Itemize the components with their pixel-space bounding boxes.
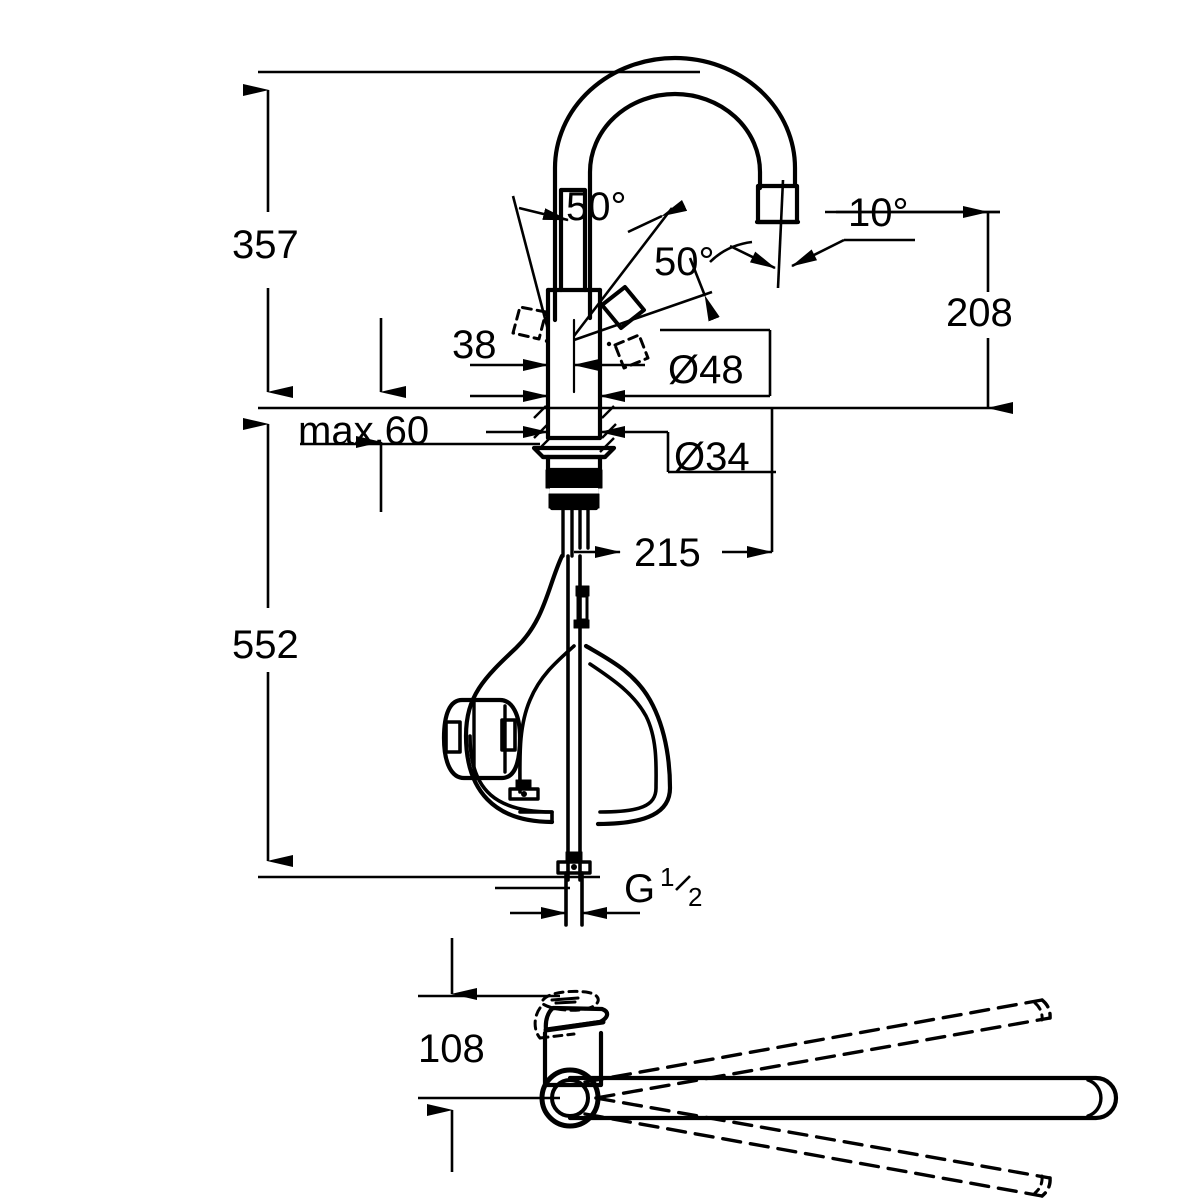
ang-10-right-arrow xyxy=(791,238,845,268)
ang-50-right-leader xyxy=(572,207,674,337)
counter-hatching xyxy=(533,405,617,453)
label-angle-50-a: 50° xyxy=(566,185,627,229)
faucet-top-view xyxy=(533,989,1119,1198)
label-38: 38 xyxy=(452,323,497,367)
label-thread-g: G xyxy=(624,867,655,911)
label-d34: Ø34 xyxy=(674,435,750,479)
label-thread-denominator: 2 xyxy=(688,882,702,912)
ang-50-right-arrow xyxy=(627,199,688,234)
label-thread-numerator: 1 xyxy=(660,862,674,892)
dimension-lines xyxy=(243,70,1013,1172)
ang-10-arc xyxy=(709,240,753,263)
thread-fraction-bar xyxy=(675,875,691,891)
label-angle-10: 10° xyxy=(848,191,909,235)
label-d48: Ø48 xyxy=(668,348,744,392)
ang-50-b-leader xyxy=(573,290,713,342)
label-208: 208 xyxy=(946,291,1013,335)
label-215: 215 xyxy=(634,531,701,575)
label-max60: max.60 xyxy=(298,409,429,453)
ang-50-b-arrow xyxy=(688,257,720,322)
dimension-labels: 357 552 max.60 38 Ø48 Ø34 215 208 108 50… xyxy=(232,185,1013,1071)
label-108: 108 xyxy=(418,1027,485,1071)
label-552: 552 xyxy=(232,623,299,667)
ang-10-left-arrow xyxy=(729,244,776,270)
ang-50-left-arrow xyxy=(518,206,569,222)
ang-50-left-leader xyxy=(511,195,550,331)
label-angle-50-b: 50° xyxy=(654,240,715,284)
label-thread-g-half: G 1 2 xyxy=(624,862,702,912)
label-357: 357 xyxy=(232,223,299,267)
ang-10-centre-line xyxy=(776,179,785,289)
